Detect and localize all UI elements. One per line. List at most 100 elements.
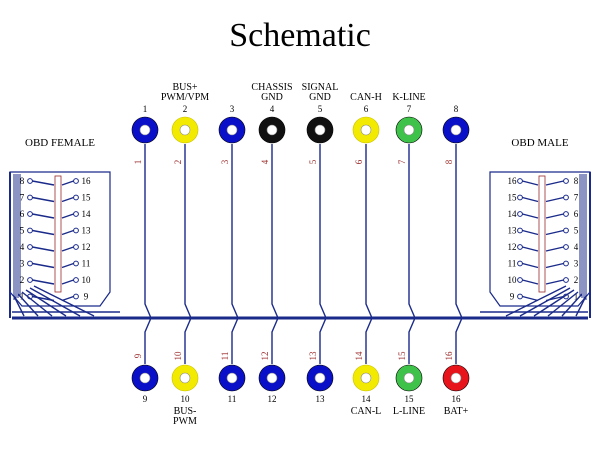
connector-pin-wire <box>61 180 74 186</box>
connector-pin-wire <box>32 246 55 252</box>
connector-pin <box>27 211 33 217</box>
wire-label: 2 <box>173 160 183 165</box>
wire-8 <box>455 144 463 319</box>
top-terminal-7: 77K-LINE <box>392 92 425 164</box>
top-terminal-3: 33 <box>218 104 246 164</box>
connector-pin <box>73 194 79 201</box>
pin-number: 14 <box>362 394 372 404</box>
connector-pin-label: 15 <box>508 193 518 203</box>
connector-pin <box>73 277 79 283</box>
connector-pin-label: 11 <box>508 259 517 269</box>
wire-label: 10 <box>173 351 183 361</box>
connector-pin-wire <box>61 295 74 302</box>
connector-pin <box>563 194 569 201</box>
terminal-label: CHASSIS <box>251 82 292 93</box>
pin-number: 12 <box>268 394 277 404</box>
connector-pin-wire <box>522 229 539 236</box>
connector-pin <box>563 260 569 267</box>
pin-number: 15 <box>405 394 415 404</box>
wire-9 <box>144 317 152 364</box>
connector-divider <box>538 175 546 293</box>
wire-label: 14 <box>354 351 364 361</box>
wire-label: 1 <box>133 160 143 165</box>
connector-pin-label: 8 <box>20 176 25 186</box>
wire-label: 16 <box>444 351 454 361</box>
connector-title: OBD MALE <box>511 137 568 149</box>
top-terminal-8: 88 <box>442 104 470 164</box>
connector-pin <box>517 194 523 201</box>
pin-number: 6 <box>364 104 369 114</box>
terminal-label: BAT+ <box>444 406 469 417</box>
terminal-hole <box>179 372 191 384</box>
wire-5 <box>319 144 327 319</box>
wire-14 <box>365 317 373 364</box>
terminal-hole <box>226 124 238 136</box>
connector-fan-wire <box>29 287 81 317</box>
connector-pin-wire <box>545 196 564 203</box>
connector-pin <box>517 178 523 184</box>
wire-label: 9 <box>133 353 143 358</box>
connector-pin-label: 3 <box>20 259 25 269</box>
terminal-hole <box>139 124 151 136</box>
diagram-title: Schematic <box>229 17 371 54</box>
pin-number: 5 <box>318 104 323 114</box>
connector-pin-label: 12 <box>82 242 91 252</box>
connector-fan-wire <box>505 285 567 317</box>
connector-pin <box>563 227 569 234</box>
connector-pin-label: 7 <box>574 193 579 203</box>
wire-1 <box>144 144 152 319</box>
connector-fan-wire <box>17 293 39 317</box>
connector-pin <box>563 178 569 184</box>
connector-pin-label: 3 <box>574 259 579 269</box>
connector-fan-wire <box>547 291 579 317</box>
terminal-hole <box>179 124 191 136</box>
connector-pin-wire <box>545 262 564 269</box>
connector-frame <box>9 171 111 307</box>
connector-pin-wire <box>545 246 564 252</box>
terminal-label: L-LINE <box>393 406 425 417</box>
connector-pin-label: 16 <box>82 176 92 186</box>
pin-number: 4 <box>270 104 275 114</box>
pin-number: 16 <box>452 394 462 404</box>
terminal-label: PWM/VPM <box>161 92 209 103</box>
connector-pin-label: 8 <box>574 176 579 186</box>
connector-divider <box>54 175 62 293</box>
connector-pin <box>517 244 523 250</box>
connector-pin-wire <box>522 279 539 285</box>
terminal-hole <box>266 372 278 384</box>
connector-pin-label: 2 <box>574 275 579 285</box>
terminal-hole <box>403 372 415 384</box>
wire-label: 3 <box>220 159 230 164</box>
connector-pin-label: 14 <box>82 209 92 219</box>
wire-15 <box>408 317 416 364</box>
terminal-label: BUS+ <box>172 82 197 93</box>
terminal-hole <box>450 124 462 136</box>
terminal-label: BUS- <box>174 406 197 417</box>
wires-layer <box>12 144 588 364</box>
pin-number: 9 <box>143 394 148 404</box>
terminal-label: PWM <box>173 416 197 427</box>
terminal-label: GND <box>261 92 283 103</box>
connector-fan-wire <box>21 291 53 317</box>
connector-fan-wire <box>575 295 587 317</box>
connector-pin <box>563 277 569 283</box>
connector-pin-label: 12 <box>508 242 517 252</box>
connector-fan-wire <box>25 289 67 317</box>
connector-pin <box>73 227 79 234</box>
connector-pin-label: 1 <box>574 292 579 302</box>
wire-label: 7 <box>397 159 407 164</box>
wire-13 <box>319 317 327 364</box>
wire-16 <box>455 317 463 364</box>
terminal-label: K-LINE <box>392 92 425 103</box>
connector-pin <box>563 244 569 250</box>
connector-pin <box>517 227 523 234</box>
connector-pin-wire <box>522 246 539 252</box>
wire-7 <box>408 144 416 319</box>
terminal-label: CAN-H <box>350 92 382 103</box>
